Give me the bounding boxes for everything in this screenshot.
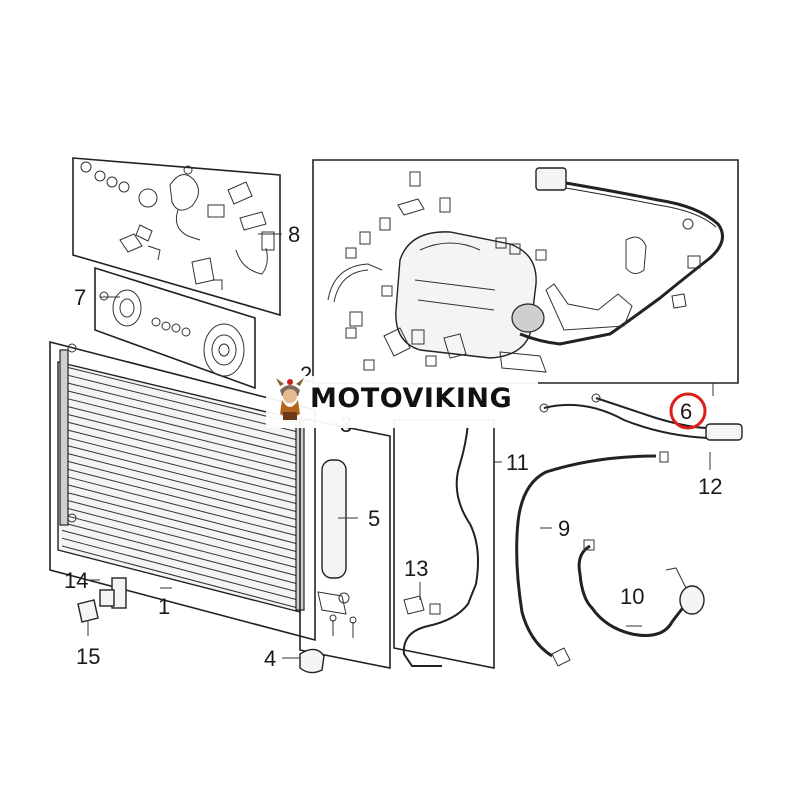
condenser-fin bbox=[61, 435, 299, 497]
condenser-fin bbox=[61, 529, 299, 593]
condenser-fin bbox=[61, 498, 299, 561]
condenser-fin bbox=[61, 506, 299, 569]
callout-6: 6 bbox=[680, 399, 692, 424]
discharge-hose bbox=[515, 451, 669, 667]
condenser-fin bbox=[61, 490, 299, 553]
condenser-fin bbox=[61, 443, 299, 505]
condenser-fin bbox=[61, 475, 299, 537]
group-box-6 bbox=[312, 159, 739, 384]
group-box-7 bbox=[94, 266, 256, 390]
highlight-ring bbox=[669, 392, 707, 430]
callout-8: 8 bbox=[288, 222, 300, 247]
condenser-fin bbox=[61, 404, 299, 465]
condenser-fin bbox=[61, 545, 299, 609]
condenser-fin bbox=[61, 451, 299, 513]
callout-10: 10 bbox=[620, 584, 644, 609]
callout-9: 9 bbox=[558, 516, 570, 541]
receiver-box bbox=[299, 417, 391, 669]
condenser-fin bbox=[61, 396, 299, 457]
callout-12: 12 bbox=[698, 474, 722, 499]
callout-15: 15 bbox=[76, 644, 100, 669]
condenser-fin bbox=[61, 522, 299, 585]
small-parts bbox=[77, 577, 325, 674]
condenser-fin bbox=[61, 373, 299, 433]
brand-name: MOTOVIKING bbox=[310, 383, 513, 414]
brand-banner bbox=[266, 376, 538, 428]
callout-13: 13 bbox=[404, 556, 428, 581]
callout-14: 14 bbox=[64, 568, 88, 593]
pipe-12 bbox=[539, 393, 743, 441]
condenser-fin bbox=[61, 537, 299, 601]
condenser-fin bbox=[61, 412, 299, 473]
condenser-fin bbox=[61, 365, 299, 425]
condenser-fin bbox=[61, 420, 299, 481]
condenser-fin bbox=[61, 482, 299, 545]
condenser-fin bbox=[61, 381, 299, 441]
callout-numbers: 1 2 3 4 5 6 7 8 9 10 11 12 13 14 15 bbox=[64, 222, 722, 671]
callout-11: 11 bbox=[506, 450, 529, 475]
leader-lines bbox=[87, 233, 714, 659]
condenser-fin bbox=[61, 514, 299, 577]
callout-1: 1 bbox=[158, 594, 170, 619]
callout-7: 7 bbox=[74, 285, 86, 310]
condenser-fin bbox=[61, 428, 299, 489]
condenser-fin bbox=[61, 459, 299, 521]
condenser-fin bbox=[61, 467, 299, 529]
condenser-fin bbox=[61, 388, 299, 449]
group-box-8 bbox=[72, 157, 281, 317]
callout-5: 5 bbox=[368, 506, 380, 531]
pipe-box-11 bbox=[393, 419, 495, 669]
callout-4: 4 bbox=[264, 646, 276, 671]
viking-logo-icon bbox=[276, 378, 304, 420]
suction-hose bbox=[577, 539, 705, 637]
